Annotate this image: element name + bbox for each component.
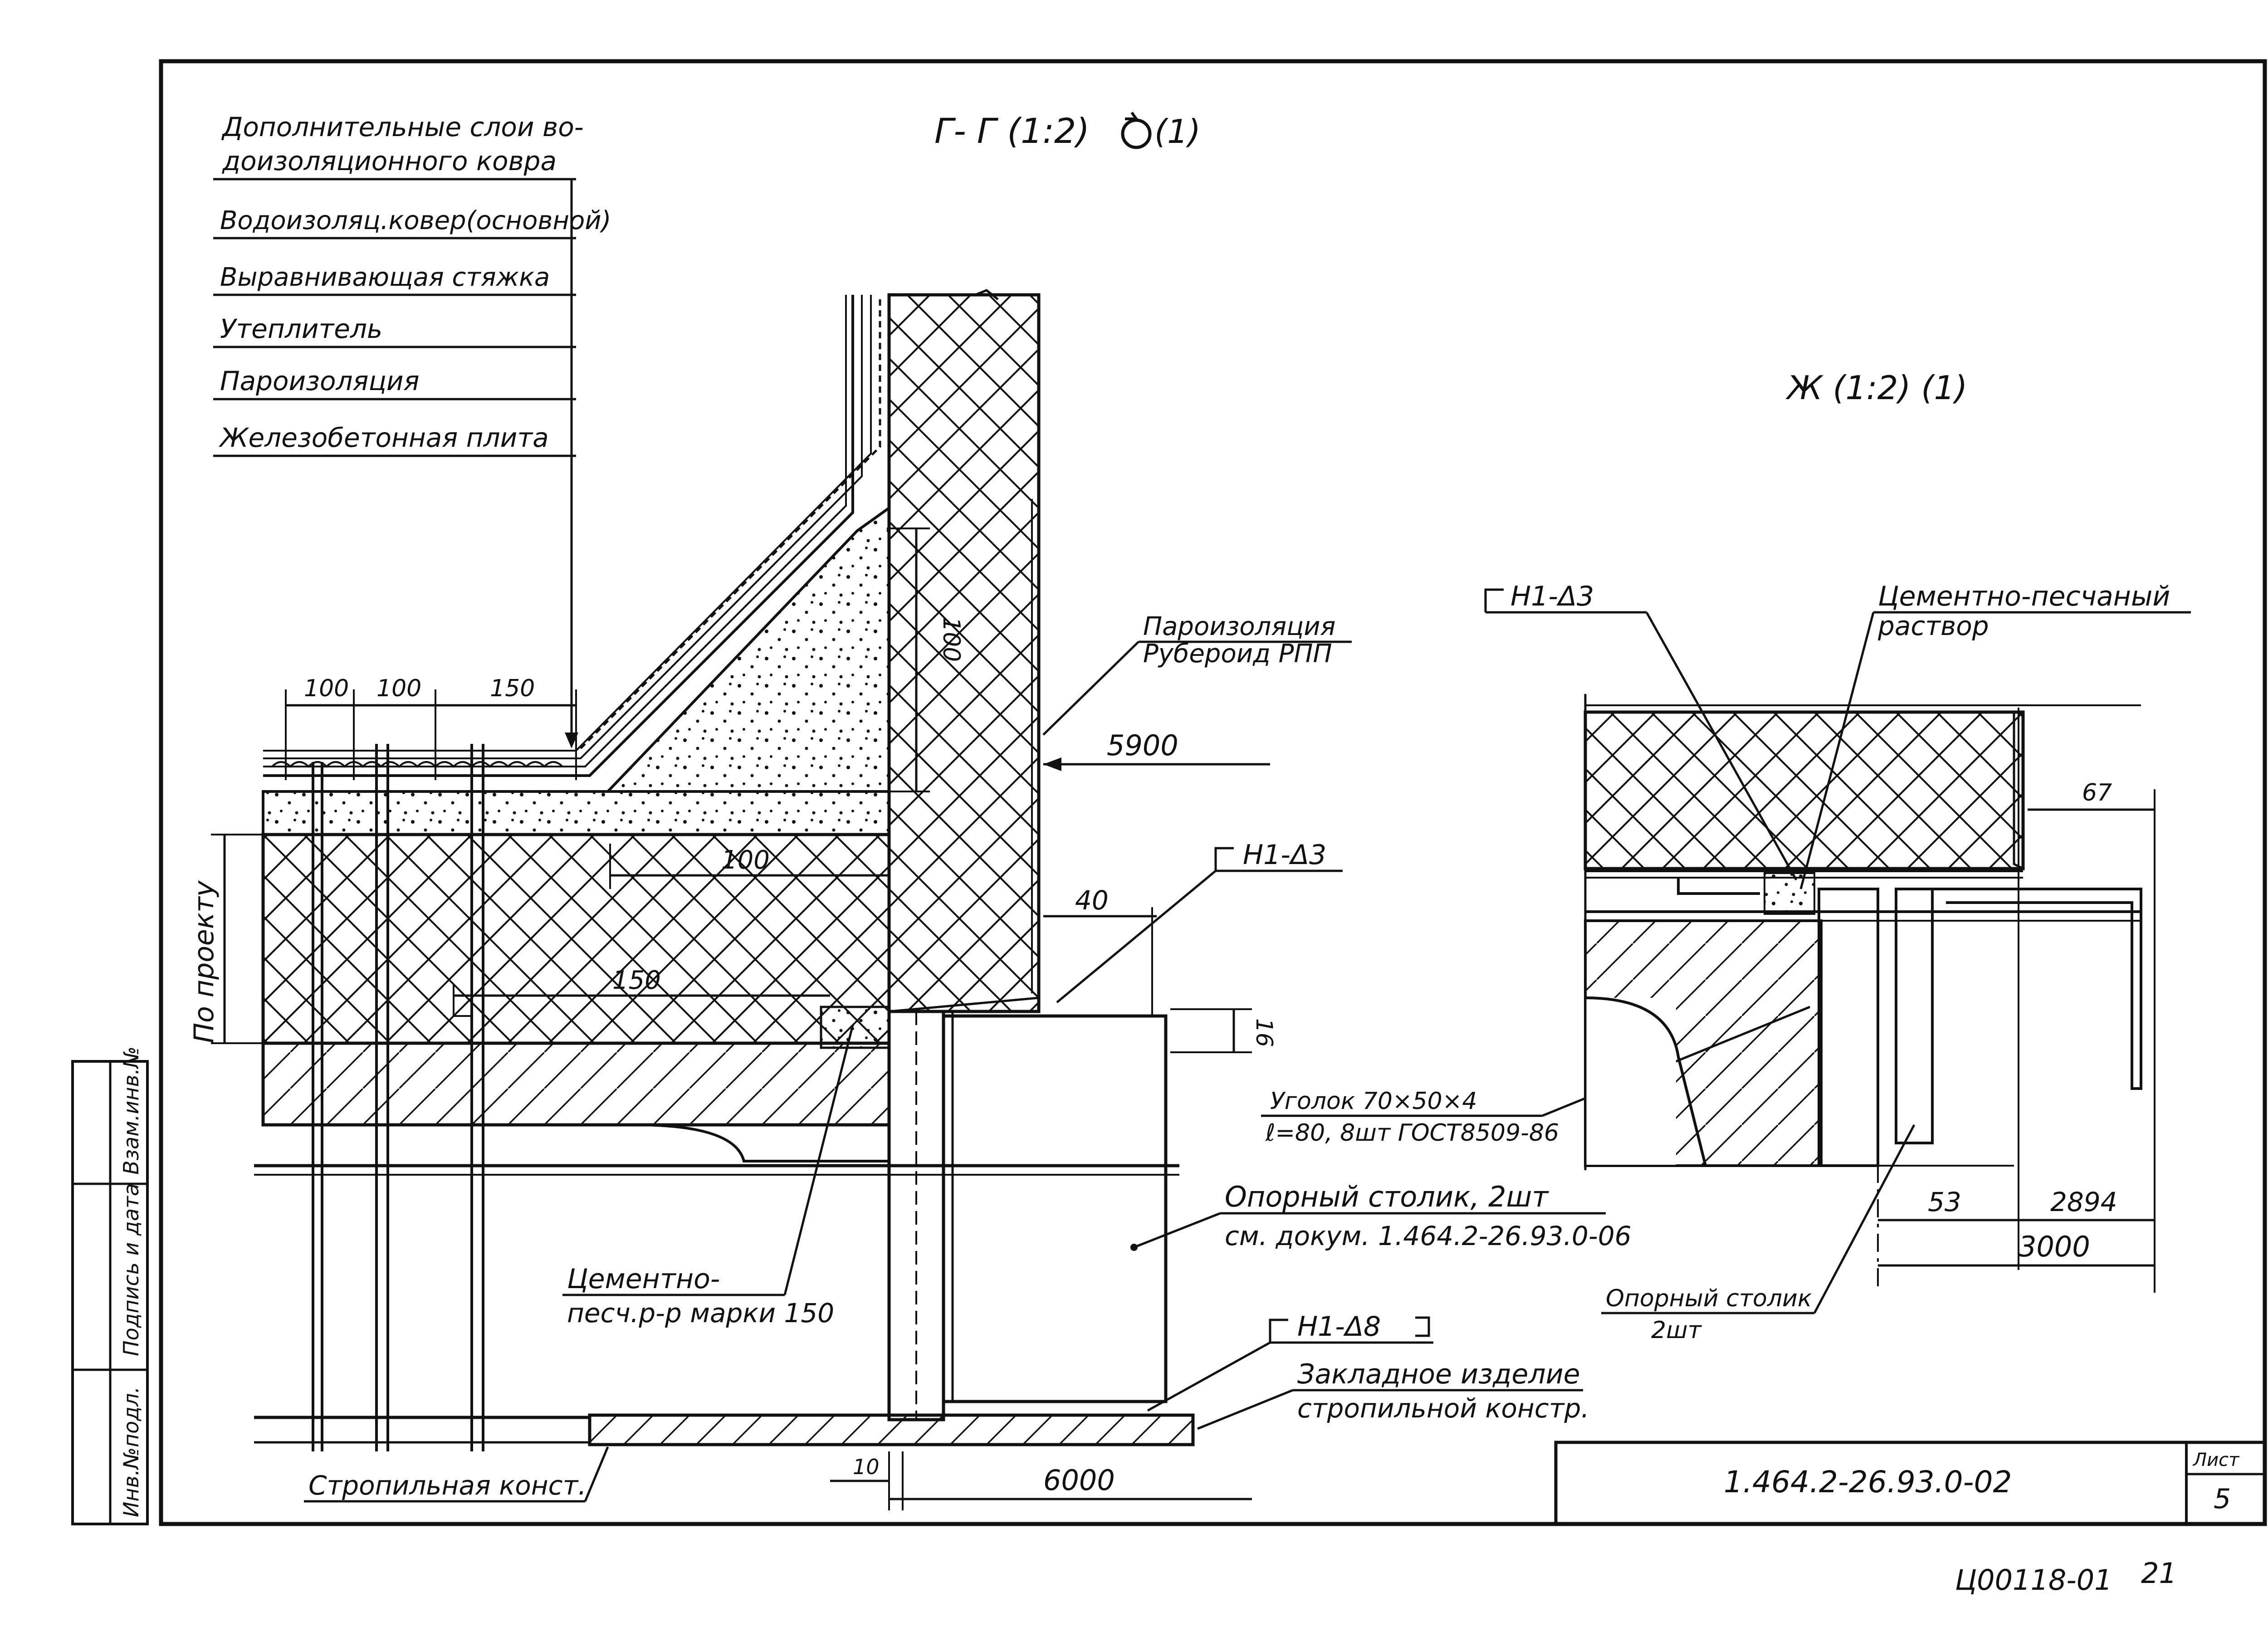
section-gg-ref: (1) — [1154, 112, 1201, 151]
support-table — [942, 1014, 1168, 1403]
section-zh — [1584, 694, 2156, 1293]
title-block — [1554, 1441, 2267, 1526]
label-vapor-2: Рубероид РПП — [1143, 639, 1332, 669]
layer-label-main-carpet: Водоизоляц.ковер(основной) — [220, 206, 611, 235]
rotation-icon — [1121, 112, 1152, 149]
zh-support-col-1 — [1818, 888, 1879, 1167]
dim-6000: 6000 — [1043, 1464, 1115, 1497]
label-angle-1: Уголок 70×50×4 — [1270, 1088, 1477, 1115]
page-number: 21 — [2141, 1557, 2177, 1590]
label-angle-2: ℓ=80, 8шт ГОСТ8509-86 — [1265, 1119, 1559, 1147]
zh-cement-mortar — [1764, 872, 1815, 915]
doc-code: 1.464.2-26.93.0-02 — [1724, 1465, 2012, 1499]
weld-gg: Н1-Δ3 — [1243, 839, 1326, 871]
layer-label-vapor: Пароизоляция — [220, 366, 420, 396]
weld-zh: Н1-Δ3 — [1510, 581, 1594, 612]
stamp-inv-no: Инв.№подл. — [119, 1387, 143, 1517]
label-embedded-2: стропильной констр. — [1297, 1393, 1589, 1424]
layer-legend: Дополнительные слои во- доизоляционного … — [213, 112, 611, 748]
dim-150-top: 150 — [490, 675, 535, 702]
section-gg-title: Г- Г (1:2) — [934, 111, 1090, 151]
label-embedded-1: Закладное изделие — [1297, 1358, 1580, 1390]
dim-100b: 100 — [376, 675, 421, 702]
zh-insulation — [1584, 710, 2025, 870]
section-zh-title: Ж (1:2) (1) — [1785, 369, 1967, 407]
wall-insulation — [887, 293, 1041, 1013]
screed-layer — [262, 790, 890, 836]
roof-insulation — [261, 833, 891, 1045]
dim-10: 10 — [853, 1455, 880, 1479]
stamp-replace-inv: Взам.инв.№ — [119, 1046, 143, 1175]
dim-po-proektu: По проекту — [188, 880, 220, 1043]
dim-16: 16 — [1251, 1018, 1277, 1047]
layer-label-insulation: Утеплитель — [220, 313, 382, 344]
layer-label-extra-1: Дополнительные слои во- — [221, 112, 584, 142]
cement-mortar-pad — [820, 1006, 890, 1049]
dim-3000: 3000 — [2019, 1230, 2090, 1263]
dim-100-mid: 100 — [721, 845, 770, 875]
vertical-rods — [312, 744, 484, 1451]
dim-2894: 2894 — [2050, 1187, 2117, 1217]
dim-5900: 5900 — [1107, 729, 1178, 762]
stamp-sign-date: Подпись и дата — [119, 1183, 143, 1356]
sheet-frame — [159, 59, 2267, 1526]
dim-100a: 100 — [304, 675, 349, 702]
label-support-zh-1: Опорный столик — [1606, 1285, 1812, 1312]
section-gg — [254, 289, 1195, 1451]
layer-label-extra-2: доизоляционного ковра — [222, 146, 557, 176]
label-vapor-1: Пароизоляция — [1143, 612, 1335, 641]
dim-53: 53 — [1928, 1187, 1961, 1217]
sheet-label: Лист — [2192, 1450, 2240, 1470]
dim-100-vert: 100 — [938, 617, 965, 662]
dim-150-mid: 150 — [612, 966, 661, 995]
rc-slab — [261, 1041, 891, 1127]
zh-dimensions: Н1-Δ3 Цементно-песчаный раствор 67 53 28… — [1484, 581, 2191, 1344]
label-support-1: Опорный столик, 2шт — [1225, 1180, 1549, 1213]
layer-label-screed: Выравнивающая стяжка — [220, 263, 550, 292]
label-cement-zh-2: раствор — [1877, 611, 1989, 641]
zh-support-col-2 — [1895, 888, 1934, 1144]
label-cement-gg-1: Цементно- — [567, 1263, 720, 1295]
label-rafter: Стропильная конст. — [308, 1470, 587, 1501]
label-support-zh-2: 2шт — [1651, 1317, 1702, 1344]
gg-dimensions: 100 100 150 100 100 150 По проекту 5900 … — [188, 528, 1810, 1510]
label-cement-zh-1: Цементно-песчаный — [1878, 581, 2170, 612]
cant-fillet — [604, 505, 890, 793]
dim-67: 67 — [2082, 779, 2112, 806]
archive-code: Ц00118-01 — [1955, 1563, 2112, 1597]
rafter-embedded-plate — [588, 1413, 1195, 1446]
layer-label-slab: Железобетонная плита — [219, 422, 549, 453]
label-support-2: см. докум. 1.464.2-26.93.0-06 — [1225, 1221, 1632, 1251]
label-cement-gg-2: песч.р-р марки 150 — [567, 1298, 834, 1329]
weld-lower: Н1-Δ8 — [1297, 1311, 1381, 1343]
dim-40: 40 — [1075, 885, 1109, 916]
sheet-number: 5 — [2214, 1483, 2231, 1515]
